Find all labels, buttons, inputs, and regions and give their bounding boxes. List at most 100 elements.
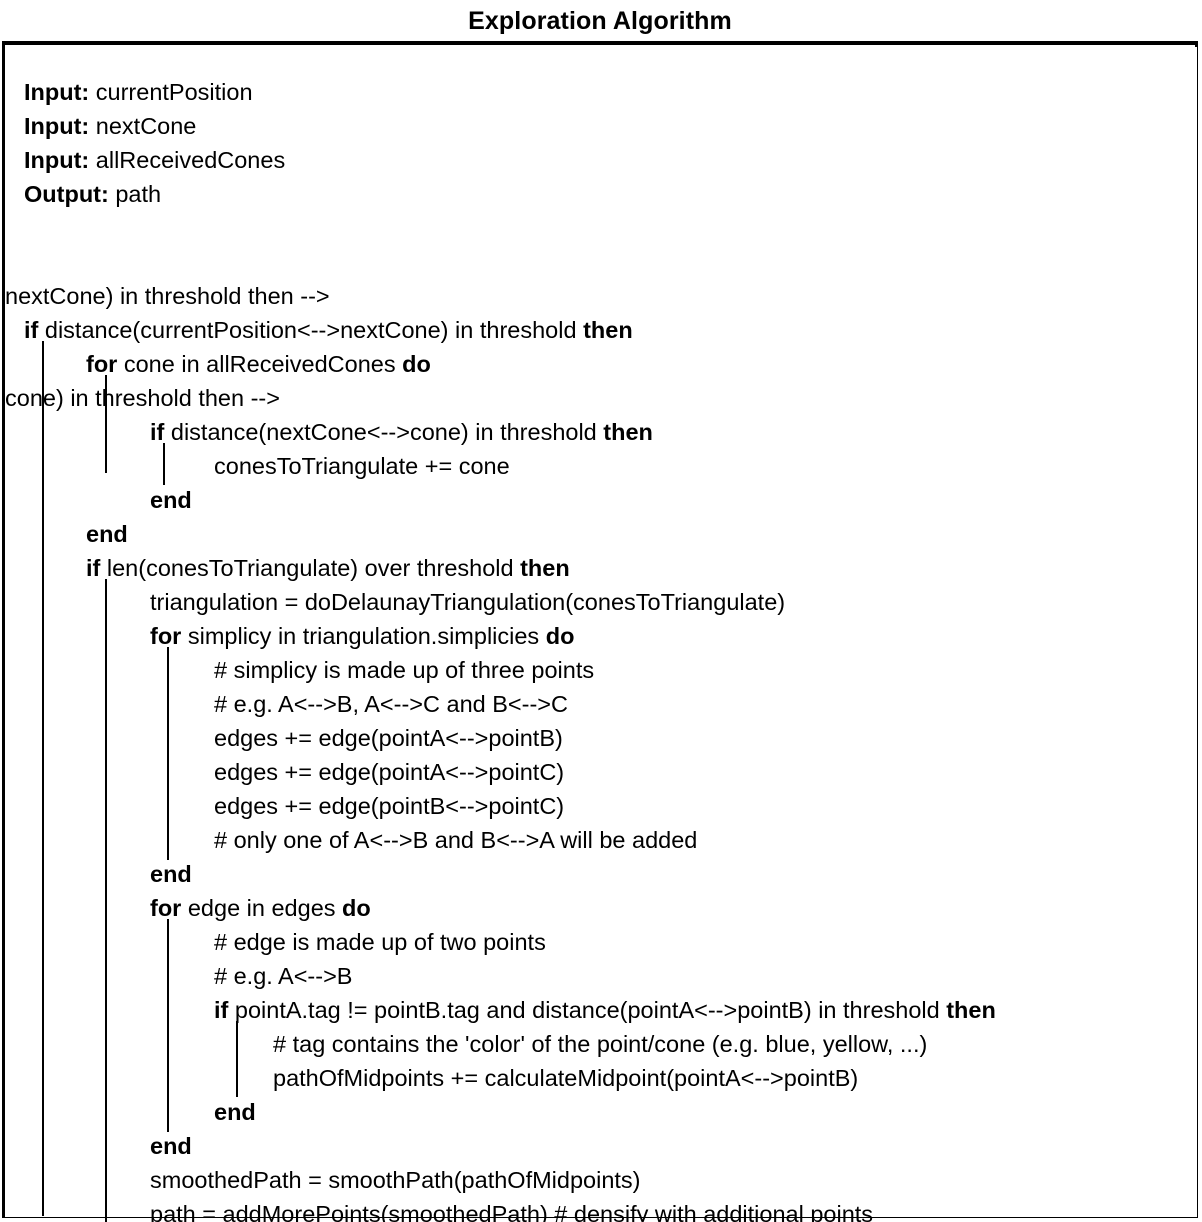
statement-triangulation: triangulation = doDelaunayTriangulation(… (150, 589, 786, 615)
code-text: end (5, 1129, 192, 1163)
input-value-3: allReceivedCones (95, 147, 286, 173)
algorithm-body: Input: currentPosition Input: nextCone I… (5, 47, 1197, 1222)
code-text: if len(conesToTriangulate) over threshol… (5, 551, 570, 585)
comment-simplicy-points: # simplicy is made up of three points (214, 657, 595, 683)
signature-label: Input: allReceivedCones (5, 143, 285, 177)
code-text: for simplicy in triangulation.simplicies… (5, 619, 574, 653)
code-text: end (5, 1095, 256, 1129)
spacer-line (5, 245, 1197, 279)
output-label: Output: (24, 181, 109, 207)
code-text: if pointA.tag != pointB.tag and distance… (5, 993, 996, 1027)
code-text: end (5, 857, 192, 891)
code-line-if-tag: if pointA.tag != pointB.tag and distance… (5, 993, 1197, 1097)
statement-edges-ab: edges += edge(pointA<-->pointB) (214, 725, 563, 751)
condition-outer: distance(currentPosition<-->nextCone) in… (44, 317, 577, 343)
keyword-end: end (214, 1099, 256, 1125)
indent-guide-level-0 (42, 341, 44, 1216)
keyword-if: if (86, 555, 101, 581)
condition-if-cone: distance(nextCone<-->cone) in threshold (170, 419, 597, 445)
statement-edges-bc: edges += edge(pointB<-->pointC) (214, 793, 565, 819)
signature-line-output: Output: path (5, 177, 1197, 211)
code-text: for edge in edges do (5, 891, 371, 925)
pseudocode-block: Input: currentPosition Input: nextCone I… (5, 47, 1197, 1222)
code-line-if-len: if len(conesToTriangulate) over threshol… (5, 551, 1197, 1222)
keyword-do: do (545, 623, 575, 649)
code-text: path = addMorePoints(smoothedPath) # den… (5, 1197, 873, 1222)
comment-simplicy-example: # e.g. A<-->B, A<-->C and B<-->C (214, 691, 568, 717)
keyword-do: do (402, 351, 431, 377)
keyword-then: then (583, 317, 633, 343)
code-line-end-for-cone: end (5, 517, 1197, 551)
indent-guide-if-cone (163, 443, 165, 485)
comment-tag: # tag contains the 'color' of the point/… (273, 1031, 928, 1057)
condition-if-len: len(conesToTriangulate) over threshold (106, 555, 514, 581)
code-text: pathOfMidpoints += calculateMidpoint(poi… (5, 1061, 858, 1095)
code-text: if distance(currentPosition<-->nextCone)… (5, 313, 633, 347)
input-label-2: Input: (24, 113, 90, 139)
keyword-then: then (946, 997, 996, 1023)
signature-line-input-2: Input: nextCone (5, 109, 1197, 143)
input-value-2: nextCone (95, 113, 197, 139)
code-line-smoothed-path: smoothedPath = smoothPath(pathOfMidpoint… (5, 1163, 1197, 1197)
code-line-end-for-simplicy: end (5, 857, 1197, 891)
code-text: # edge is made up of two points (5, 925, 546, 959)
condition-for-edge: edge in edges (187, 895, 336, 921)
statement-cones-add: conesToTriangulate += cone (214, 453, 510, 479)
input-value-1: currentPosition (95, 79, 253, 105)
keyword-end: end (150, 861, 192, 887)
code-line-edges-ac: edges += edge(pointA<-->pointC) (5, 755, 1197, 789)
indent-guide-for-simplicy (167, 647, 169, 860)
code-line-if-cone: if distance(nextCone<-->cone) in thresho… (5, 415, 1197, 485)
signature-line-input-3: Input: allReceivedCones (5, 143, 1197, 177)
code-text: for cone in allReceivedCones do (5, 347, 431, 381)
code-text: end (5, 517, 128, 551)
code-line-comment-simplicy-points: # simplicy is made up of three points (5, 653, 1197, 687)
code-text: edges += edge(pointA<-->pointB) (5, 721, 563, 755)
signature-label: Input: nextCone (5, 109, 196, 143)
code-text: # simplicy is made up of three points (5, 653, 594, 687)
code-line-if-outer: if distance(currentPosition<-->nextCone)… (5, 313, 1197, 1216)
comment-one-of: # only one of A<-->B and B<-->A will be … (214, 827, 698, 853)
code-line-cones-add: conesToTriangulate += cone (5, 449, 1197, 483)
code-line-end-for-edge: end (5, 1129, 1197, 1163)
code-text: # e.g. A<-->B, A<-->C and B<-->C (5, 687, 568, 721)
input-label-3: Input: (24, 147, 90, 173)
code-text: edges += edge(pointB<-->pointC) (5, 789, 564, 823)
input-label-1: Input: (24, 79, 90, 105)
keyword-for: for (86, 351, 118, 377)
statement-smoothed-path: smoothedPath = smoothPath(pathOfMidpoint… (150, 1167, 641, 1193)
keyword-end: end (150, 487, 192, 513)
indent-guide-for-cone (105, 375, 107, 473)
output-value: path (115, 181, 162, 207)
keyword-if: if (214, 997, 229, 1023)
code-line-comment-edge-points: # edge is made up of two points (5, 925, 1197, 959)
keyword-for: for (150, 895, 182, 921)
code-text: end (5, 483, 192, 517)
keyword-do: do (342, 895, 371, 921)
code-line-end-if-tag: end (5, 1095, 1197, 1129)
code-text: if distance(nextCone<-->cone) in thresho… (5, 415, 653, 449)
keyword-then: then (603, 419, 653, 445)
code-line-for-cone: for cone in allReceivedCones do (5, 347, 1197, 473)
code-text: # tag contains the 'color' of the point/… (5, 1027, 927, 1061)
keyword-then: then (520, 555, 570, 581)
condition-for-cone: cone in allReceivedCones (123, 351, 396, 377)
algorithm-title-bar: Exploration Algorithm (2, 2, 1198, 45)
code-line-comment-tag: # tag contains the 'color' of the point/… (5, 1027, 1197, 1061)
code-text: # only one of A<-->B and B<-->A will be … (5, 823, 697, 857)
comment-edge-example: # e.g. A<-->B (214, 963, 353, 989)
code-line-comment-edge-eg: # e.g. A<-->B (5, 959, 1197, 993)
code-text: triangulation = doDelaunayTriangulation(… (5, 585, 785, 619)
signature-label: Input: currentPosition (5, 75, 253, 109)
code-line-path-midpoints: pathOfMidpoints += calculateMidpoint(poi… (5, 1061, 1197, 1095)
statement-path-assign: path = addMorePoints(smoothedPath) # den… (150, 1201, 874, 1222)
indent-guide-if-len (105, 579, 107, 1222)
page-title: Exploration Algorithm (468, 7, 732, 35)
code-line-comment-one-of: # only one of A<-->B and B<-->A will be … (5, 823, 1197, 857)
keyword-if: if (150, 419, 165, 445)
statement-edges-ac: edges += edge(pointA<-->pointC) (214, 759, 565, 785)
comment-edge-points: # edge is made up of two points (214, 929, 546, 955)
statement-path-midpoints: pathOfMidpoints += calculateMidpoint(poi… (273, 1065, 859, 1091)
keyword-end: end (86, 521, 128, 547)
